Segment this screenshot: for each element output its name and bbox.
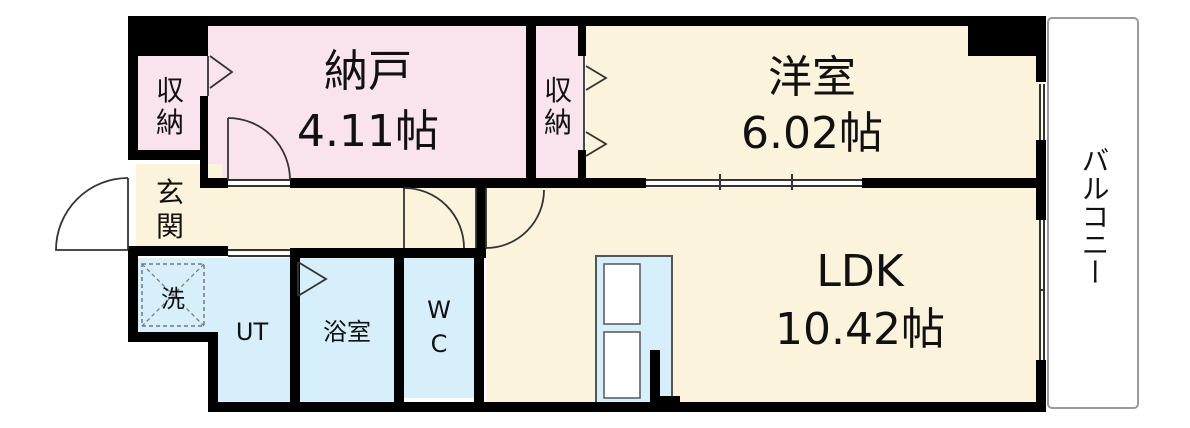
walls bbox=[128, 16, 1046, 412]
bath-label: 浴室 bbox=[323, 318, 371, 346]
balcony-label: バルコニー bbox=[1078, 146, 1111, 286]
storage-left-line2: 納 bbox=[156, 106, 184, 139]
yoshitsu-room bbox=[586, 24, 1042, 180]
yoshitsu-name: 洋室 bbox=[768, 52, 856, 103]
ut-label: UT bbox=[236, 318, 269, 346]
bath-room bbox=[298, 258, 396, 406]
windows bbox=[228, 84, 1045, 360]
washer-box bbox=[141, 263, 205, 327]
genkan-line1: 玄 bbox=[156, 176, 184, 209]
wc-line2: C bbox=[431, 330, 448, 358]
door-swings bbox=[55, 55, 608, 297]
ut-room bbox=[212, 258, 292, 406]
hallway bbox=[222, 186, 486, 252]
genkan-line2: 関 bbox=[156, 210, 184, 243]
nando-area: 4.11帖 bbox=[297, 106, 439, 157]
wc-line1: W bbox=[427, 296, 451, 324]
storage-mid-line1: 収 bbox=[544, 74, 572, 107]
storage-mid-fill bbox=[536, 24, 584, 180]
nando-name: 納戸 bbox=[324, 46, 412, 97]
ldk-room bbox=[486, 188, 1042, 406]
balcony-area bbox=[1047, 17, 1139, 409]
nando-room bbox=[208, 24, 528, 180]
storage-left-line1: 収 bbox=[156, 74, 184, 107]
kitchen-sink bbox=[603, 263, 641, 325]
washer-label: 洗 bbox=[161, 285, 185, 313]
storage-mid-line2: 納 bbox=[544, 106, 572, 139]
ldk-name: LDK bbox=[816, 246, 904, 297]
ldk-area: 10.42帖 bbox=[775, 304, 945, 355]
yoshitsu-area: 6.02帖 bbox=[741, 108, 883, 159]
kitchen-stove bbox=[603, 331, 641, 399]
wc-room bbox=[404, 258, 476, 398]
